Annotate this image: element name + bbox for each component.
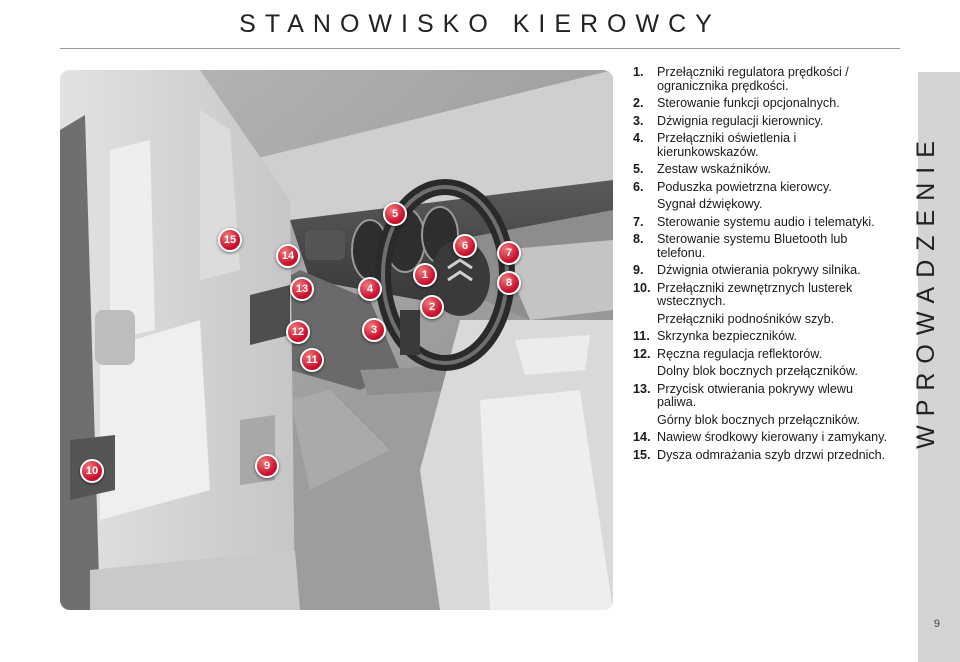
legend-number: 12. [633,346,651,361]
legend-number: 5. [633,162,644,176]
legend-item: 8. Sterowanie systemu Bluetooth lub telef… [633,232,895,260]
legend-text: Dźwignia otwierania pokrywy silnika. [657,263,861,277]
legend-item: 15. Dysza odmrażania szyb drzwi przednich… [633,447,895,463]
legend-text: Dźwignia regulacji kierownicy. [657,113,824,128]
legend-item: 14. Nawiew środkowy kierowany i zamykany. [633,430,895,445]
page-number: 9 [933,618,940,630]
legend-item: Dolny blok bocznych przełączników. [633,364,895,379]
legend-number: 8. [633,232,644,246]
title-divider [60,48,900,49]
legend-number [633,414,657,428]
legend-text: Górny blok bocznych przełączników. [657,412,860,427]
legend-item: 6. Poduszka powietrzna kierowcy. [633,179,895,195]
legend-number: 7. [633,214,644,229]
legend-number: 1. [633,65,644,79]
legend-item: 5. Zestaw wskaźników. [633,162,895,177]
legend-number: 3. [633,113,644,128]
legend-item: 2. Sterowanie funkcji opcjonalnych. [633,96,895,111]
callout-marker: 11 [300,348,324,372]
legend-text: Przełączniki zewnętrznych lusterek wstec… [657,280,853,308]
callout-marker: 1 [413,263,437,287]
legend-text: Przycisk otwierania pokrywy wlewu paliwa… [657,381,853,409]
legend-number: 15. [633,447,651,462]
callout-marker: 12 [286,320,310,344]
callout-marker: 4 [358,277,382,301]
legend-item: Sygnał dźwiękowy. [633,197,895,212]
legend-item: 12. Ręczna regulacja reflektorów. [633,346,895,362]
legend-text: Przełączniki regulatora prędkości / ogra… [657,65,849,93]
legend-text: Dysza odmrażania szyb drzwi przednich. [657,447,886,462]
legend-number: 13. [633,381,651,396]
legend-text: Zestaw wskaźników. [657,162,772,176]
legend-item: Górny blok bocznych przełączników. [633,412,895,428]
legend-number: 6. [633,179,644,194]
legend-text: Sterowanie systemu audio i telematyki. [657,214,875,229]
legend-item: 11. Skrzynka bezpieczników. [633,329,895,344]
callout-marker: 7 [497,241,521,265]
legend-text: Ręczna regulacja reflektorów. [657,346,823,361]
legend-text: Sterowanie funkcji opcjonalnych. [657,96,840,110]
callout-marker: 9 [255,454,279,478]
legend-item: 7. Sterowanie systemu audio i telematyki. [633,214,895,230]
legend-text: Sygnał dźwiękowy. [657,197,763,211]
legend-item: Przełączniki podnośników szyb. [633,311,895,327]
legend-number [633,198,657,212]
legend-item: 13. Przycisk otwierania pokrywy wlewu pal… [633,381,895,410]
legend-text: Sterowanie systemu Bluetooth lub telefon… [657,232,848,260]
legend-text: Przełączniki oświetlenia i kierunkowskaz… [657,131,797,159]
legend-number: 10. [633,280,651,295]
cockpit-drawing [60,70,613,610]
callout-marker: 8 [497,271,521,295]
legend-list: 1. Przełączniki regulatora prędkości / og… [633,65,895,466]
legend-text: Dolny blok bocznych przełączników. [657,364,858,378]
chapter-tab-label: WPROWADZENIE [911,131,940,449]
callout-marker: 5 [383,202,407,226]
legend-text: Nawiew środkowy kierowany i zamykany. [657,430,888,444]
legend-text: Skrzynka bezpieczników. [657,329,797,343]
legend-text: Przełączniki podnośników szyb. [657,311,835,326]
legend-number [633,313,657,327]
callout-marker: 6 [453,234,477,258]
legend-item: 4. Przełączniki oświetlenia i kierunkowsk… [633,131,895,159]
legend-item: 9. Dźwignia otwierania pokrywy silnika. [633,263,895,278]
callout-marker: 3 [362,318,386,342]
legend-item: 3. Dźwignia regulacji kierownicy. [633,113,895,129]
legend-number: 11. [633,329,650,343]
callout-marker: 10 [80,459,104,483]
legend-number [633,365,657,379]
callout-marker: 15 [218,228,242,252]
legend-number: 4. [633,131,644,145]
legend-number: 2. [633,96,644,110]
legend-item: 1. Przełączniki regulatora prędkości / og… [633,65,895,93]
legend-text: Poduszka powietrzna kierowcy. [657,179,832,194]
legend-number: 9. [633,263,644,277]
callout-marker: 2 [420,295,444,319]
legend-item: 10. Przełączniki zewnętrznych lusterek ws… [633,280,895,309]
callout-marker: 13 [290,277,314,301]
cockpit-illustration: 15 14 13 12 11 10 9 5 4 3 2 1 6 7 8 [60,70,613,610]
legend-number: 14. [633,430,651,444]
page-title: STANOWISKO KIEROWCY [239,10,721,38]
chapter-tab [918,72,960,662]
callout-marker: 14 [276,244,300,268]
